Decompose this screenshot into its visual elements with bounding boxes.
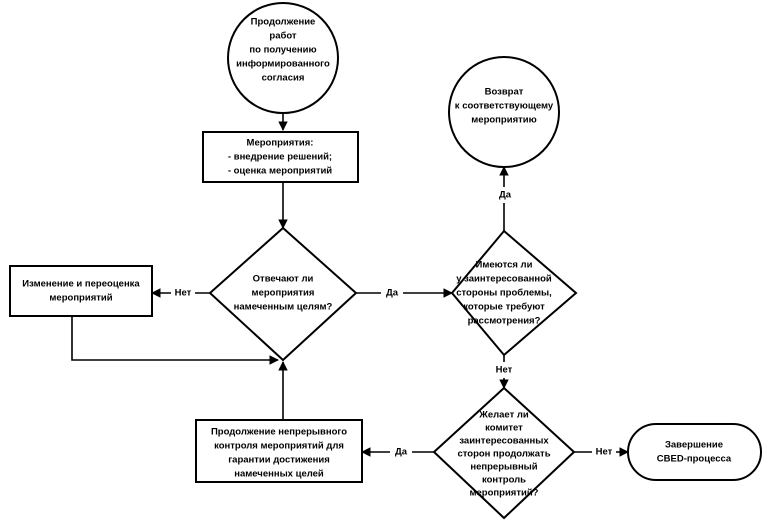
node-committee-check: Желает ли комитет заинтересованных сторо… xyxy=(432,386,576,520)
issues-check-line-4: которые требуют xyxy=(463,302,545,313)
issues-check-line-2: у заинтересованной xyxy=(456,274,552,285)
committee-check-line-2: комитет xyxy=(485,423,523,434)
revise-line-1: Изменение и переоценка xyxy=(22,279,140,290)
edge-label-committee-yes: Да xyxy=(395,447,408,458)
activities-line-2: - внедрение решений; xyxy=(228,152,332,163)
edge-label-issues-yes: Да xyxy=(499,190,512,201)
goals-check-diamond-shape xyxy=(208,226,358,362)
node-return: Возврат к соответствующему мероприятию xyxy=(448,56,560,168)
return-line-3: мероприятию xyxy=(471,115,536,126)
activities-line-1: Мероприятия: xyxy=(247,138,314,149)
goals-check-line-2: мероприятия xyxy=(252,288,315,299)
monitoring-line-3: гарантии достижения xyxy=(228,455,330,466)
issues-yes-label-bg xyxy=(494,187,516,203)
start-line-3: по получению xyxy=(249,45,316,56)
goals-check-line-1: Отвечают ли xyxy=(253,274,314,285)
activities-line-3: - оценка мероприятий xyxy=(228,166,332,177)
end-line-1: Завершение xyxy=(665,440,723,451)
monitoring-line-2: контроля мероприятий для xyxy=(214,441,344,452)
committee-check-line-4: сторон продолжать xyxy=(457,449,550,460)
committee-yes-label-bg xyxy=(390,444,412,460)
node-activities: Мероприятия: - внедрение решений; - оцен… xyxy=(202,131,359,183)
return-circle-shape xyxy=(448,56,560,168)
return-line-2: к соответствующему xyxy=(455,101,554,112)
committee-no-label-bg xyxy=(592,444,616,460)
edge-labels-layer: Нет Да Да Нет Да Нет xyxy=(171,187,616,460)
continue-monitoring-rect-shape xyxy=(195,419,363,483)
node-issues-check: Имеются ли у заинтересованной стороны пр… xyxy=(450,229,578,357)
node-start: Продолжение работ по получению информиро… xyxy=(227,2,339,114)
goals-yes-label-bg xyxy=(381,285,403,301)
start-line-1: Продолжение xyxy=(251,17,316,28)
start-circle-shape xyxy=(227,2,339,114)
start-line-4: информированного xyxy=(236,59,330,70)
goals-no-label-bg xyxy=(171,285,195,301)
revise-rect-shape xyxy=(9,265,153,317)
issues-check-line-1: Имеются ли xyxy=(476,260,533,271)
end-line-2: CBED-процесса xyxy=(657,454,732,465)
node-end: Завершение CBED-процесса xyxy=(627,423,762,481)
end-rounded-rect-shape xyxy=(627,423,762,481)
committee-check-line-6: контроль xyxy=(482,475,526,486)
goals-check-line-3: намеченным целям? xyxy=(234,302,333,313)
committee-check-line-7: мероприятий? xyxy=(470,488,539,499)
start-line-2: работ xyxy=(269,31,297,42)
activities-rect-shape xyxy=(202,131,359,183)
edge-label-issues-no: Нет xyxy=(496,365,513,376)
committee-check-diamond-shape xyxy=(432,386,576,520)
edge-revise-to-goals-check xyxy=(71,316,279,365)
edge-label-goals-yes: Да xyxy=(386,288,399,299)
issues-check-line-5: рассмотрения? xyxy=(468,316,541,327)
edge-label-goals-no: Нет xyxy=(175,288,192,299)
monitoring-line-4: намеченных целей xyxy=(234,469,324,480)
return-line-1: Возврат xyxy=(485,87,524,98)
issues-no-label-bg xyxy=(492,362,516,378)
committee-check-line-5: непрерывный xyxy=(470,462,537,473)
node-revise: Изменение и переоценка мероприятий xyxy=(9,265,153,317)
issues-check-line-3: стороны проблемы, xyxy=(456,288,552,299)
node-goals-check: Отвечают ли мероприятия намеченным целям… xyxy=(208,226,358,362)
edge-label-committee-no: Нет xyxy=(596,447,613,458)
node-continue-monitoring: Продолжение непрерывного контроля меропр… xyxy=(195,419,363,483)
start-line-5: согласия xyxy=(262,73,305,84)
revise-line-2: мероприятий xyxy=(49,293,112,304)
monitoring-line-1: Продолжение непрерывного xyxy=(211,427,347,438)
issues-check-diamond-shape xyxy=(450,229,578,357)
committee-check-line-1: Желает ли xyxy=(478,410,529,421)
committee-check-line-3: заинтересованных xyxy=(459,436,549,447)
